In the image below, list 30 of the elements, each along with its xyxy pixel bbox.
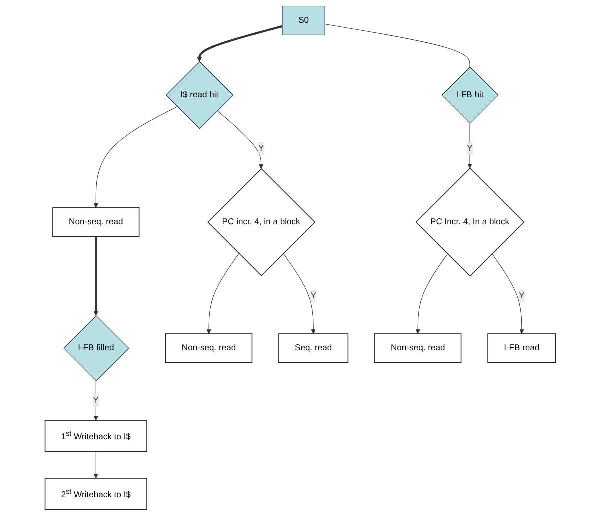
arrow bbox=[206, 253, 240, 334]
node-box: Non-seq. read bbox=[52, 208, 140, 238]
node-box: I-FB read bbox=[488, 334, 556, 364]
arrow bbox=[94, 451, 98, 479]
node-box: Non-seq. read bbox=[165, 334, 253, 364]
arrow bbox=[94, 106, 178, 208]
node-box: S0 bbox=[282, 6, 326, 36]
arrow bbox=[197, 25, 283, 62]
node-diamond: PC Incr. 4, In a block bbox=[416, 168, 525, 277]
arrow bbox=[217, 110, 264, 170]
node-box: 2$^{st}$ Writeback to I$ bbox=[44, 478, 148, 510]
arrow bbox=[94, 380, 98, 421]
connector bbox=[324, 24, 470, 68]
arrow bbox=[94, 236, 98, 316]
arrow bbox=[283, 253, 316, 334]
edge-label: Y bbox=[519, 291, 525, 300]
arrow bbox=[492, 254, 524, 334]
edge-label: Y bbox=[310, 291, 316, 300]
edge-label: Y bbox=[93, 396, 99, 406]
node-box: Non-seq. read bbox=[374, 334, 462, 364]
node-diamond: I-FB hit bbox=[442, 66, 499, 124]
arrow bbox=[468, 123, 472, 169]
node-diamond: I-FB filled bbox=[63, 316, 130, 382]
node-diamond: PC incr. 4, in a block bbox=[208, 168, 316, 276]
node-diamond: I$ read hit bbox=[166, 62, 234, 130]
edge-label: Y bbox=[258, 144, 264, 153]
edge-label: Y bbox=[467, 144, 473, 153]
node-box: Seq. read bbox=[278, 334, 349, 364]
arrow bbox=[416, 254, 448, 334]
node-box: 1$^{st}$ Writeback to I$ bbox=[44, 420, 148, 452]
